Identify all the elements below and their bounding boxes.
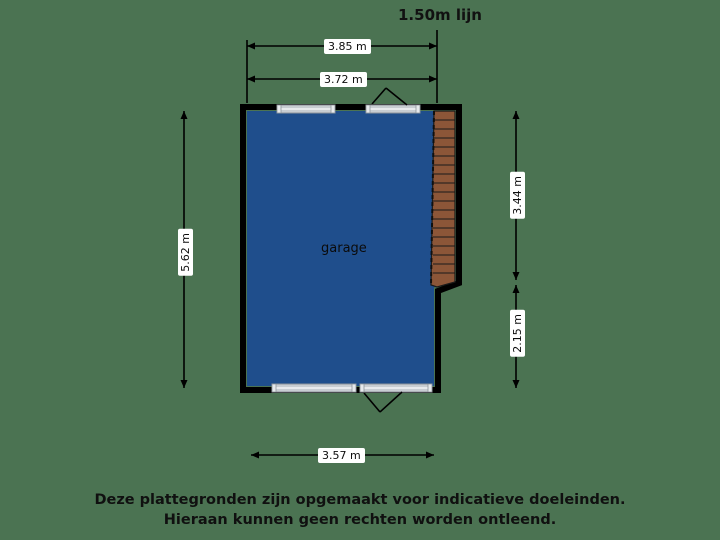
dimension-label-bottom: 3.57 m: [318, 448, 365, 463]
staircase-inner-edge: [430, 110, 435, 286]
dimension-label-right-lower: 2.15 m: [510, 310, 525, 357]
disclaimer-line-2: Hieraan kunnen geen rechten worden ontle…: [163, 512, 557, 528]
door-swing-bottom: [363, 391, 403, 413]
window-bottom-right: [359, 383, 433, 393]
garage-floor-area: [247, 111, 441, 386]
disclaimer-text: Deze plattegronden zijn opgemaakt voor i…: [0, 490, 720, 530]
window-top-right: [365, 104, 421, 114]
dimension-label-right-upper: 3.44 m: [510, 172, 525, 219]
disclaimer-line-1: Deze plattegronden zijn opgemaakt voor i…: [94, 492, 626, 508]
dimension-label-left: 5.62 m: [178, 229, 193, 276]
staircase-treads: [433, 119, 455, 274]
exterior-wall-outline: [240, 104, 462, 393]
dimension-label-top-inner: 3.72 m: [320, 72, 367, 87]
staircase: [430, 110, 456, 288]
window-bottom-left: [271, 383, 357, 393]
dimension-label-top-outer: 3.85 m: [324, 39, 371, 54]
window-top-left: [276, 104, 336, 114]
door-swing-top: [371, 87, 408, 106]
room-label-garage: garage: [321, 241, 367, 256]
staircase-body: [430, 110, 456, 288]
reference-line-label: 1.50m lijn: [398, 6, 482, 24]
